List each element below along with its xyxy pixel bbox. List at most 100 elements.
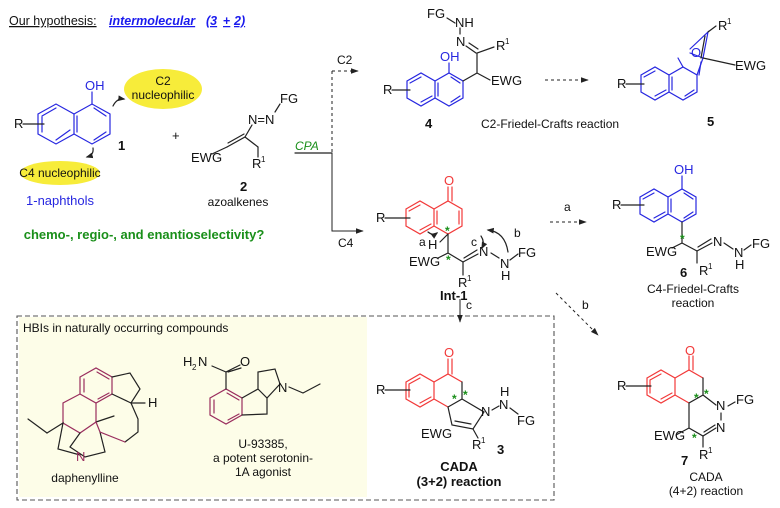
- compound-6-caption-line2: reaction: [672, 296, 715, 310]
- c4-arrow: [85, 147, 94, 159]
- path-c-label: c: [466, 298, 472, 312]
- daphenylline-structure: N H daphenylline: [27, 367, 157, 485]
- compound-7-caption-line2: (4+2) reaction: [669, 484, 743, 498]
- hypothesis-header: Our hypothesis: intermolecular (3 + 2): [9, 14, 245, 28]
- atom-n-n: N=N: [248, 112, 274, 127]
- atom-r: R: [383, 82, 392, 97]
- atom-r1-sup: 1: [708, 262, 713, 271]
- curly-arrow-c-label: c: [471, 235, 477, 249]
- compound-4: R OH N R 1 EWG NH FG 4 C2-Friedel-Crafts…: [383, 6, 619, 131]
- atom-r1: R: [718, 18, 727, 33]
- atom-fg: FG: [427, 6, 445, 21]
- naphthol-rings: [37, 91, 111, 145]
- compound-1-number: 1: [118, 138, 125, 153]
- atom-nh-n: N: [500, 256, 509, 271]
- atom-r1-sup: 1: [481, 436, 486, 445]
- curly-arrow-a-label: a: [419, 235, 426, 249]
- compound-6-caption-line1: C4-Friedel-Crafts: [647, 282, 739, 296]
- atom-r: R: [376, 210, 385, 225]
- atom-ewg: EWG: [421, 426, 452, 441]
- atom-r: R: [612, 197, 621, 212]
- u93385-label-line1: U-93385,: [238, 437, 287, 451]
- compound-5-number: 5: [707, 114, 714, 129]
- compound-5: O R 1 EWG R 5: [617, 17, 766, 129]
- atom-n: N: [716, 398, 725, 413]
- atom-r1-sup: 1: [261, 155, 266, 164]
- atom-n: N: [278, 380, 287, 395]
- atom-r1-sup: 1: [708, 446, 713, 455]
- catalyst-label: CPA: [295, 139, 319, 153]
- compound-7: O R * * * N FG N EWG R 1 7 CADA (4+2) re…: [617, 343, 754, 498]
- branch-arrows: CPA C2 C4 a b c: [294, 53, 599, 336]
- atom-oh: OH: [674, 162, 694, 177]
- atom-r1-sup: 1: [467, 274, 472, 283]
- atom-n: N: [481, 404, 490, 419]
- atom-o: O: [444, 173, 454, 188]
- stereocenter-star: *: [680, 232, 685, 246]
- atom-r1: R: [496, 38, 505, 53]
- stereocenter-star: *: [704, 387, 709, 401]
- compound-3: O R * * N N H FG EWG R 1 3 CADA (3+2) re…: [376, 345, 535, 489]
- intermediate-int-1: O R * H * EWG R 1 N N H FG a c b Int-1: [376, 173, 536, 303]
- atom-n: N: [479, 244, 488, 259]
- compound-3-caption-line2: (3+2) reaction: [417, 474, 502, 489]
- compound-2-number: 2: [240, 179, 247, 194]
- curly-arrow-a: [427, 231, 439, 239]
- atom-ewg: EWG: [409, 254, 440, 269]
- compound-3-caption-line1: CADA: [440, 459, 478, 474]
- atom-r: R: [14, 116, 23, 131]
- selectivity-question: chemo-, regio-, and enantioselectivity?: [24, 227, 265, 242]
- atom-fg: FG: [736, 392, 754, 407]
- c2-callout-bubble: [124, 69, 202, 109]
- curly-arrow-c: [480, 235, 488, 250]
- atom-ewg: EWG: [191, 150, 222, 165]
- atom-r1: R: [458, 275, 467, 290]
- atom-n: N: [713, 234, 722, 249]
- compound-2-name: azoalkenes: [208, 195, 269, 209]
- c2-callout-line1: C2: [155, 74, 171, 88]
- atom-fg: FG: [752, 236, 770, 251]
- atom-h: H: [148, 395, 157, 410]
- atom-oh: OH: [85, 78, 105, 93]
- stereocenter-star: *: [446, 253, 451, 267]
- header-ratio-plus: +: [223, 14, 230, 28]
- c2-callout-line2: nucleophilic: [132, 88, 195, 102]
- compound-7-number: 7: [681, 453, 688, 468]
- atom-nh-h: H: [500, 384, 509, 399]
- branch-c4-arrow: [331, 153, 364, 234]
- atom-ewg: EWG: [646, 244, 677, 259]
- branch-c4-label: C4: [338, 236, 354, 250]
- atom-r1: R: [699, 447, 708, 462]
- header-ratio-open: (3: [206, 14, 217, 28]
- atom-r1-sup: 1: [505, 37, 510, 46]
- plus-sign: +: [172, 128, 180, 143]
- compound-4-number: 4: [425, 116, 433, 131]
- arrow-path-b: [555, 292, 599, 336]
- atom-n: N: [76, 449, 85, 464]
- atom-nh: NH: [455, 15, 474, 30]
- atom-ewg: EWG: [735, 58, 766, 73]
- curly-arrow-b: [486, 227, 509, 253]
- u93385-structure: H 2 N O N U-93385, a potent serotonin- 1…: [183, 354, 321, 479]
- branch-c2-label: C2: [337, 53, 353, 67]
- atom-r1-sup: 1: [727, 17, 732, 26]
- compound-7-caption-line1: CADA: [689, 470, 722, 484]
- daphenylline-label: daphenylline: [51, 471, 119, 485]
- atom-nh-h: H: [735, 257, 744, 272]
- atom-h: H: [428, 237, 437, 252]
- atom-o: O: [691, 45, 701, 60]
- stereocenter-star: *: [445, 224, 450, 238]
- path-a-label: a: [564, 200, 571, 214]
- c2-arrow: [112, 95, 126, 107]
- c4-callout-bubble: [20, 161, 100, 185]
- stereocenter-star: *: [692, 431, 697, 445]
- atom-r: R: [376, 382, 385, 397]
- atom-r1: R: [472, 437, 481, 452]
- atom-h2n-n: N: [198, 354, 207, 369]
- atom-n: N: [716, 420, 725, 435]
- atom-nh-n: N: [499, 397, 508, 412]
- header-emphasis: intermolecular: [109, 14, 196, 28]
- path-b-label: b: [582, 298, 589, 312]
- atom-h2n-h: H: [183, 354, 192, 369]
